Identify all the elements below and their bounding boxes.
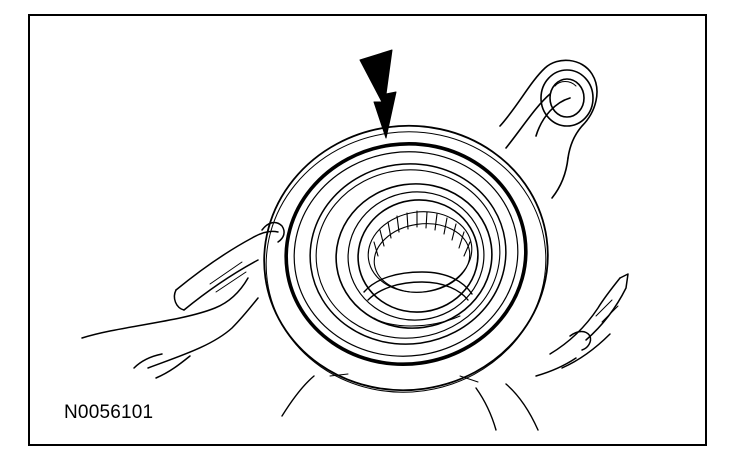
bearing-seal-illustration [81, 49, 629, 431]
arrow-down-icon [359, 49, 397, 139]
housing-lower [281, 373, 539, 431]
knuckle-arm [499, 59, 598, 199]
right-bracket [535, 273, 629, 377]
figure-frame: N0056101 [28, 14, 707, 446]
bearing-bore [335, 183, 493, 329]
left-bracket [81, 221, 285, 379]
needle-rollers [367, 210, 473, 293]
figure-id-label: N0056101 [64, 402, 154, 423]
seal-face [284, 141, 528, 367]
boss-hole [540, 69, 594, 127]
inner-shaft [363, 271, 473, 327]
